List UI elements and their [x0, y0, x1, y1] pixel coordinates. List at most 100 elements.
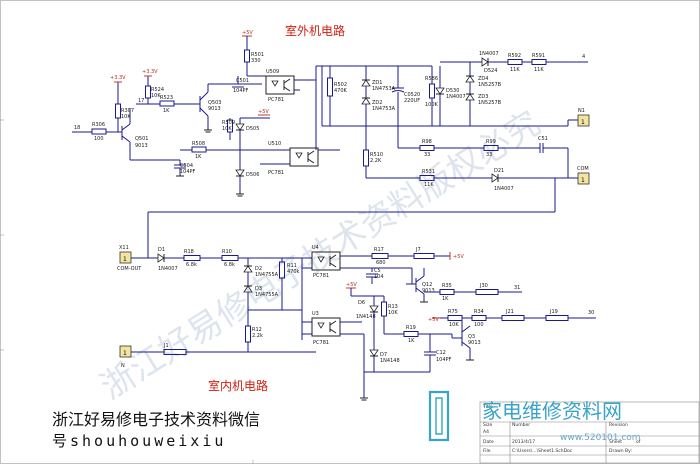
svg-text:家电维修资料网: 家电维修资料网: [482, 399, 622, 423]
svg-text:D524: D524: [484, 68, 497, 74]
svg-text:U509: U509: [266, 69, 279, 75]
svg-text:Q503: Q503: [208, 100, 221, 106]
svg-text:1K: 1K: [442, 296, 449, 302]
svg-text:PC781: PC781: [268, 97, 284, 103]
svg-text:R307: R307: [121, 108, 134, 114]
svg-text:10K: 10K: [121, 114, 131, 120]
svg-text:D7: D7: [380, 352, 387, 358]
resistor-r17: [371, 253, 389, 259]
svg-text:10K: 10K: [222, 126, 232, 132]
svg-text:10K: 10K: [449, 322, 459, 328]
svg-text:+3.3V: +3.3V: [142, 69, 158, 75]
svg-text:1K: 1K: [163, 108, 170, 114]
svg-text:Q501: Q501: [135, 136, 148, 142]
svg-text:ZD2: ZD2: [372, 100, 382, 106]
svg-text:1N4148: 1N4148: [356, 314, 376, 320]
svg-text:1K: 1K: [195, 154, 202, 160]
svg-text:浙江好易修电子技术资料版权必究: 浙江好易修电子技术资料版权必究: [94, 103, 548, 407]
svg-text:+5V: +5V: [258, 109, 269, 115]
svg-text:33: 33: [424, 152, 430, 158]
resistor-r34: [471, 315, 487, 321]
svg-text:C51: C51: [538, 136, 548, 142]
svg-text:2.2K: 2.2K: [370, 158, 382, 164]
svg-text:J7: J7: [415, 247, 421, 253]
svg-text:R306: R306: [92, 122, 105, 128]
svg-text:J1: J1: [163, 343, 169, 349]
svg-text:U4: U4: [312, 245, 319, 251]
svg-text:1: 1: [581, 177, 585, 184]
resistor-r510: [363, 149, 369, 167]
svg-text:R592: R592: [508, 53, 521, 59]
svg-text:104PF: 104PF: [233, 88, 249, 94]
svg-text:R510: R510: [370, 152, 383, 158]
svg-text:6.8k: 6.8k: [186, 262, 197, 268]
svg-text:1: 1: [123, 256, 127, 263]
resistor-r19: [403, 331, 419, 337]
svg-text:D506: D506: [246, 172, 259, 178]
svg-text:R19: R19: [406, 325, 416, 331]
svg-text:U3: U3: [312, 311, 319, 317]
svg-text:N1: N1: [578, 108, 585, 114]
svg-text:R99: R99: [486, 139, 496, 145]
svg-text:ZD3: ZD3: [478, 94, 488, 100]
diagonal-watermark: 浙江好易修电子技术资料版权必究: [94, 103, 548, 407]
svg-text:1N4007: 1N4007: [446, 94, 466, 100]
resistor-r502: [327, 77, 333, 97]
svg-text:N: N: [121, 363, 125, 369]
svg-text:COM: COM: [577, 166, 589, 172]
connector-n1: [577, 114, 590, 127]
svg-text:+5V: +5V: [346, 282, 357, 288]
svg-text:1K: 1K: [408, 338, 415, 344]
svg-text:D6: D6: [358, 300, 365, 306]
svg-text:PC781: PC781: [313, 273, 329, 279]
diode-d524: [481, 57, 489, 67]
svg-text:Sheet: Sheet: [609, 439, 622, 445]
svg-text:C504: C504: [180, 163, 193, 169]
jumper-j7: [413, 253, 435, 259]
svg-text:R508: R508: [192, 141, 205, 147]
svg-text:470K: 470K: [334, 88, 348, 94]
resistor-r307: [115, 103, 121, 119]
svg-text:R531: R531: [422, 169, 435, 175]
diode-d530: [435, 87, 445, 95]
svg-text:PC781: PC781: [268, 170, 284, 176]
svg-text:R586: R586: [425, 76, 438, 82]
resistor-r586: [429, 83, 435, 99]
jumper-j19: [545, 315, 569, 321]
svg-text:1N4753A: 1N4753A: [372, 106, 396, 112]
svg-text:A4: A4: [483, 429, 489, 435]
svg-text:R501: R501: [251, 52, 264, 58]
svg-text:D505: D505: [246, 126, 259, 132]
svg-text:R35: R35: [442, 283, 452, 289]
resistor-r592: [507, 59, 523, 65]
resistor-r524: [145, 85, 151, 99]
svg-text:+5V: +5V: [428, 317, 439, 323]
svg-text:9013: 9013: [468, 340, 481, 346]
svg-text:1: 1: [581, 119, 585, 126]
svg-text:9013: 9013: [422, 288, 435, 294]
svg-text:C501: C501: [236, 78, 249, 84]
svg-text:18: 18: [74, 125, 80, 131]
svg-text:R10: R10: [222, 249, 232, 255]
resistor-r35: [439, 289, 455, 295]
svg-text:Q3: Q3: [468, 334, 475, 340]
svg-text:6.8k: 6.8k: [224, 262, 235, 268]
svg-text:17: 17: [138, 98, 144, 104]
indoor-circuit-title: 室内机电路: [208, 378, 268, 393]
optocoupler-u509: [265, 75, 295, 95]
svg-text:R502: R502: [334, 82, 347, 88]
resistor-r98: [419, 145, 435, 151]
svg-text:PC781: PC781: [313, 340, 329, 346]
svg-text:R523: R523: [160, 95, 173, 101]
svg-text:Drawn By:: Drawn By:: [609, 448, 632, 454]
optocoupler-u510: [289, 147, 319, 167]
svg-text:1N4007: 1N4007: [494, 186, 514, 192]
svg-text:+3.3V: +3.3V: [110, 75, 126, 81]
svg-text:J19: J19: [549, 309, 558, 315]
svg-text:Q12: Q12: [422, 282, 432, 288]
svg-text:10K: 10K: [151, 93, 161, 99]
optocoupler-u3: [311, 317, 341, 337]
jumper-j21: [501, 315, 525, 321]
watermark-line-2: 号shouhouweixiu: [52, 432, 226, 450]
